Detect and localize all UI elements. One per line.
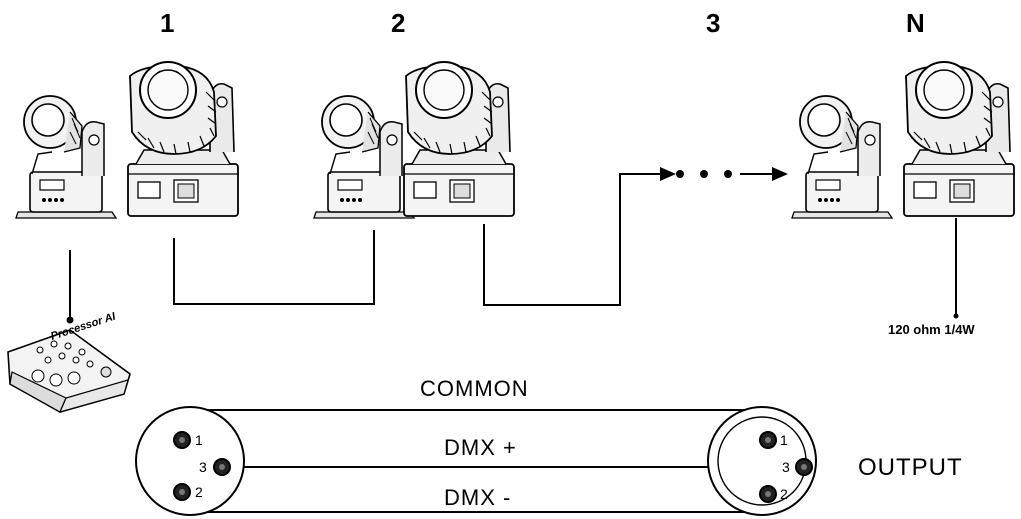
input-pin-2-label: 2 [195,484,203,500]
ellipsis-dot [700,170,708,178]
ellipsis-dot [724,170,732,178]
ellipsis-dot [676,170,684,178]
fixture-large-1 [127,61,239,217]
output-label: OUTPUT [858,454,963,481]
unit-number-label: 3 [706,8,721,38]
fixture-large-n [903,61,1015,217]
controller-connection-dot [66,316,74,324]
unit-number-label: 2 [391,8,406,38]
arrow-head-icon [660,167,676,181]
output-pin-2-label: 2 [780,486,788,502]
unit-number-label: 1 [160,8,175,38]
input-pin-1-label: 1 [195,432,203,448]
output-pin-3-label: 3 [782,459,790,475]
unit-number-label: N [906,8,925,38]
common-wire-label: COMMON [420,376,529,401]
fixture-small-2 [313,95,415,219]
svg-text:Processor AI: Processor AI [49,310,118,343]
dmx-controller: Processor AI [7,310,131,413]
dmx-minus-wire-label: DMX - [444,485,512,510]
xlr-cable: 1 3 2 1 3 2 [135,406,817,516]
terminator-dot [953,313,959,319]
fixture-large-2 [403,61,515,217]
output-pin-1-label: 1 [780,432,788,448]
dmx-wiring [69,173,957,318]
arrow-head-icon [772,167,788,181]
terminator-label: 120 ohm 1/4W [888,322,975,337]
input-pin-3-label: 3 [199,459,207,475]
fixture-small-n [791,95,893,219]
fixture-small-1 [15,95,117,219]
xlr-input-connector [135,406,245,516]
dmx-plus-wire-label: DMX + [444,435,517,460]
